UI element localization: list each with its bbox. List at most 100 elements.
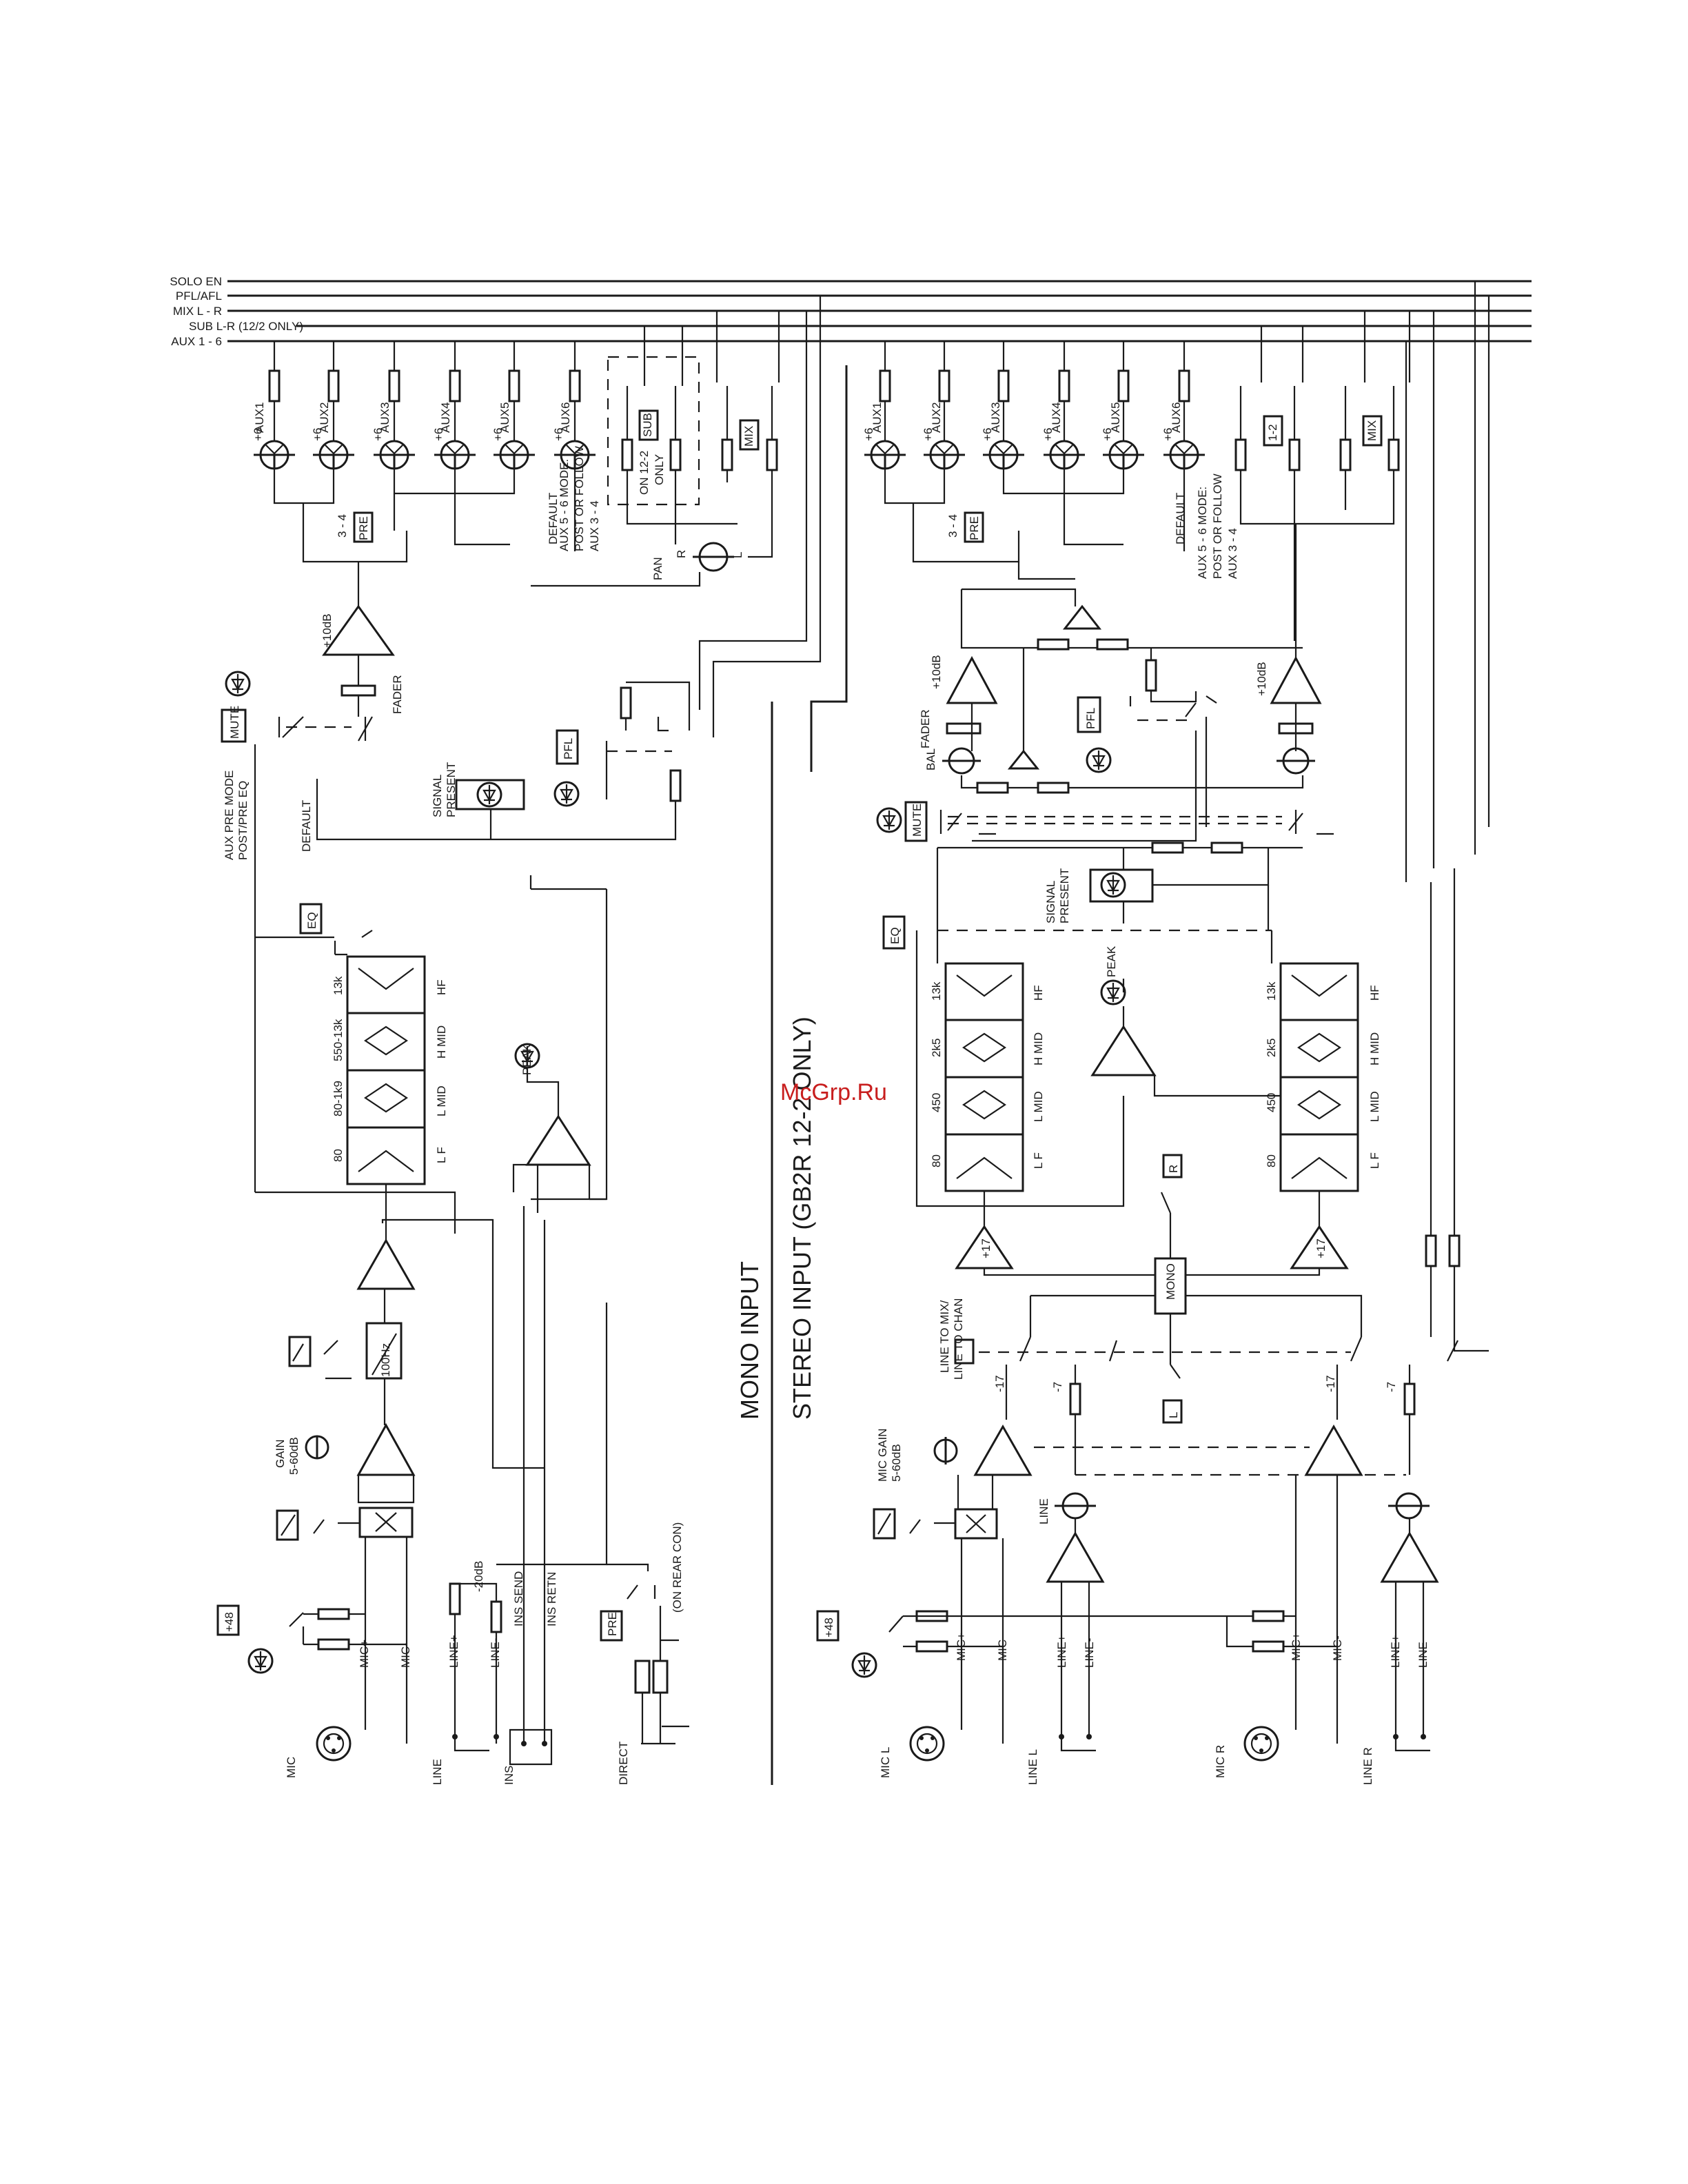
mono-eq-freq-hf: 13k xyxy=(332,976,345,995)
stereo-mix-label: MIX xyxy=(1365,420,1379,441)
mono-aux6-label: AUX6 xyxy=(559,402,572,433)
stereo-line-to-chan: LINE TO CHAN xyxy=(952,1298,965,1380)
mono-fader-stage: +10dB FADER MUTE AUX PRE MODE POST/PRE E… xyxy=(221,296,822,1234)
stereo-mute-label: MUTE xyxy=(911,804,924,837)
stereo-eq-freq-lmid-r: 450 xyxy=(1265,1093,1278,1112)
stereo-signal-2: PRESENT xyxy=(1058,868,1071,923)
mono-eq-band-lf: L F xyxy=(435,1147,448,1163)
stereo-fader-stage: +10dB +10dB FADER BAL PFL MUTE xyxy=(876,524,1334,930)
mono-direct-jack: DIRECT xyxy=(617,1742,630,1785)
stereo-eq-freq-hf-r: 13k xyxy=(1265,981,1278,1001)
mono-rear-con: (ON REAR CON) xyxy=(671,1522,684,1613)
stereo-m7b: -7 xyxy=(1385,1382,1398,1392)
stereo-mic-l-jack: MIC L xyxy=(879,1747,892,1778)
stereo-aux4-label: AUX4 xyxy=(1050,402,1063,433)
stereo-12-label: 1-2 xyxy=(1266,424,1279,441)
stereo-preamps: MIC GAIN 5-60dB LINE xyxy=(873,1424,1439,1626)
mono-ins-jack: INS xyxy=(502,1766,516,1785)
mono-eq-freq-hmid: 550-13k xyxy=(332,1019,345,1061)
mono-line-jack: LINE xyxy=(431,1759,444,1785)
mono-plus6-3: +6 xyxy=(372,428,385,441)
mono-aux56-3: AUX 3 - 4 xyxy=(588,500,601,551)
mono-plus10: +10dB xyxy=(321,613,334,648)
bus-label-sub: SUB L-R (12/2 ONLY) xyxy=(189,320,303,333)
bus-label-solo: SOLO EN xyxy=(170,275,222,288)
stereo-eq-band-hf-r: HF xyxy=(1368,985,1381,1001)
stereo-aux6-label: AUX6 xyxy=(1170,402,1183,433)
stereo-plus10b: +10dB xyxy=(1255,662,1268,696)
stereo-aux1-label: AUX1 xyxy=(871,402,884,433)
stereo-mono-label: MONO xyxy=(1164,1263,1177,1300)
stereo-eq-band-lmid: L MID xyxy=(1032,1091,1045,1122)
stereo-eq-freq-hf: 13k xyxy=(930,981,943,1001)
mono-plus6-6: +6 xyxy=(552,428,565,441)
mono-default2: DEFAULT xyxy=(300,800,313,852)
stereo-input-section: +6 +6 +6 +6 +6 +6 AUX1 AUX2 AUX3 AUX4 AU… xyxy=(788,281,1490,1785)
mono-aux56-1: AUX 5 - 6 MODE: xyxy=(558,459,571,551)
stereo-aux5-label: AUX5 xyxy=(1109,402,1122,433)
mono-line-minus: LINE- xyxy=(489,1638,502,1668)
mono-mix-label: MIX xyxy=(742,426,755,447)
mono-100hz-label: 100Hz xyxy=(379,1343,392,1377)
stereo-eq-band-hf: HF xyxy=(1032,985,1045,1001)
bus-lines: SOLO EN PFL/AFL MIX L - R SUB L-R (12/2 … xyxy=(170,275,1532,348)
mono-20db: -20dB xyxy=(472,1561,485,1592)
mono-line-plus: LINE+ xyxy=(447,1635,460,1668)
stereo-line-switch: LINE TO MIX/ LINE TO CHAN -17 -7 -17 -7 xyxy=(938,281,1490,1475)
mono-eq-band-lmid: L MID xyxy=(435,1085,448,1116)
mono-aux2-label: AUX2 xyxy=(318,402,331,433)
stereo-mic-r-jack: MIC R xyxy=(1214,1745,1227,1778)
stereo-r-label: R xyxy=(1167,1165,1180,1173)
stereo-signal-1: SIGNAL xyxy=(1044,881,1057,923)
mono-gain-1: GAIN xyxy=(274,1439,287,1468)
bus-label-mix: MIX L - R xyxy=(173,305,222,318)
stereo-eq-band-hmid: H MID xyxy=(1032,1032,1045,1065)
mono-eq-band-hf: HF xyxy=(435,979,448,995)
mono-pan-r: R xyxy=(675,550,688,558)
mono-aux3-label: AUX3 xyxy=(378,402,392,433)
stereo-mic-gain-2: 5-60dB xyxy=(890,1444,903,1482)
mono-signal-2: PRESENT xyxy=(445,762,458,817)
stereo-aux-sends: +6 +6 +6 +6 +6 +6 AUX1 AUX2 AUX3 AUX4 AU… xyxy=(862,341,1206,563)
mono-default-label: DEFAULT xyxy=(547,493,560,544)
watermark: McGrp.Ru xyxy=(780,1079,887,1105)
stereo-line-minus-r: LINE- xyxy=(1416,1638,1430,1668)
mono-ins-send: INS SEND xyxy=(512,1571,525,1626)
stereo-mic-minus-r: MIC- xyxy=(1331,1635,1344,1661)
mono-only-label: ONLY xyxy=(653,454,666,485)
stereo-eq-freq-hmid-r: 2k5 xyxy=(1265,1039,1278,1057)
mono-section-title: MONO INPUT xyxy=(735,1261,764,1420)
stereo-m17b: -17 xyxy=(1324,1375,1337,1392)
stereo-line-plus: LINE+ xyxy=(1055,1635,1068,1668)
mono-plus6-2: +6 xyxy=(311,428,324,441)
mono-mute-label: MUTE xyxy=(228,706,241,739)
mono-eq-label: EQ xyxy=(305,912,318,929)
stereo-line-minus: LINE- xyxy=(1083,1638,1096,1668)
stereo-mic-gain-1: MIC GAIN xyxy=(876,1429,889,1482)
mono-aux4-label: AUX4 xyxy=(439,402,452,433)
stereo-fader-label: FADER xyxy=(919,709,932,748)
mono-aux-pre-2: POST/PRE EQ xyxy=(236,781,250,860)
stereo-pre-label: PRE xyxy=(968,516,981,540)
mono-aux-sends: +6 +6 +6 +6 +6 +6 AUX1 AUX2 AUX3 AUX4 AU… xyxy=(252,341,597,563)
stereo-inputs: +48 MIC+ MIC- LINE+ LINE- MIC+ MIC- LINE… xyxy=(816,1475,1430,1785)
stereo-line-to-mix: LINE TO MIX/ xyxy=(938,1300,951,1373)
stereo-eq: EQ 13k 2k5 450 80 HF H MID L MID xyxy=(882,915,1381,1276)
section-divider xyxy=(771,365,848,1785)
stereo-plus48-label: +48 xyxy=(822,1617,835,1637)
stereo-eq-freq-hmid: 2k5 xyxy=(930,1039,943,1057)
mono-mic-minus: MIC- xyxy=(399,1642,412,1668)
mono-routing: SUB MIX ON 12-2 ONLY PAN R L AUX 5 - 6 M… xyxy=(336,311,780,587)
mono-plus6-5: +6 xyxy=(491,428,505,441)
mono-plus48-label: +48 xyxy=(223,1612,236,1632)
mono-eq: EQ 13k 550-13k 80-1k9 80 HF H MID L MID … xyxy=(299,903,494,1275)
stereo-plus17-l: +17 xyxy=(979,1238,993,1258)
mono-inputs: +48 MIC+ MIC- -20dB LINE+ LINE- INS SEND… xyxy=(216,1206,689,1785)
stereo-plus6-4: +6 xyxy=(1041,428,1055,441)
stereo-line-l-jack: LINE L xyxy=(1026,1749,1039,1785)
mono-fader-label: FADER xyxy=(391,675,404,714)
stereo-aux56-2: POST OR FOLLOW xyxy=(1211,473,1224,579)
mono-peak: PEAK xyxy=(512,875,608,1213)
stereo-m7: -7 xyxy=(1051,1382,1064,1392)
